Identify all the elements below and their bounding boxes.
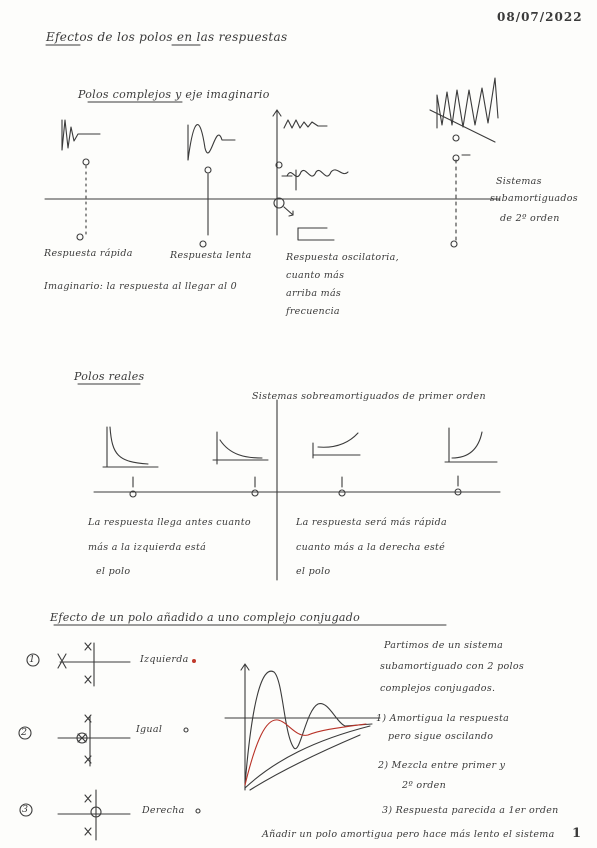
left-text-3: el polo bbox=[96, 566, 131, 577]
oscillatory-line-2: cuanto más bbox=[286, 270, 345, 281]
right-text-2: cuanto más a la derecha esté bbox=[296, 542, 446, 553]
section1-heading: Polos complejos y eje imaginario bbox=[78, 88, 270, 101]
oscillatory-line-3: arriba más bbox=[286, 288, 342, 299]
note-6: 2) Mezcla entre primer y bbox=[378, 760, 506, 771]
left-text-2: más a la izquierda está bbox=[88, 542, 207, 553]
oscillatory-line-1: Respuesta oscilatoria, bbox=[286, 252, 399, 263]
page-title: Efectos de los polos en las respuestas bbox=[46, 30, 288, 44]
note-4: 1) Amortigua la respuesta bbox=[376, 713, 510, 724]
note-1: Partimos de un sistema bbox=[384, 640, 504, 651]
note-8: 3) Respuesta parecida a 1er orden bbox=[382, 805, 559, 816]
section1-note: Imaginario: la respuesta al llegar al 0 bbox=[44, 281, 237, 292]
item-number-1: 1 bbox=[29, 654, 36, 665]
fast-response-label: Respuesta rápida bbox=[44, 248, 133, 259]
note-3: complejos conjugados. bbox=[380, 683, 496, 694]
note-7: 2º orden bbox=[402, 780, 447, 791]
label-derecha: Derecha bbox=[142, 805, 185, 816]
label-igual: Igual bbox=[136, 724, 163, 735]
item-number-3: 3 bbox=[22, 804, 29, 815]
note-2: subamortiguado con 2 polos bbox=[380, 661, 525, 672]
slow-response-label: Respuesta lenta bbox=[170, 250, 252, 261]
subamortiguados-line-2: subamortiguados bbox=[490, 193, 578, 204]
section2-subtitle: Sistemas sobreamortiguados de primer ord… bbox=[252, 391, 486, 402]
section3-heading: Efecto de un polo añadido a uno complejo… bbox=[50, 611, 361, 624]
section2-heading: Polos reales bbox=[74, 370, 145, 383]
subamortiguados-line-3: de 2º orden bbox=[500, 213, 560, 224]
section3-footer: Añadir un polo amortigua pero hace más l… bbox=[262, 829, 555, 840]
right-text-1: La respuesta será más rápida bbox=[296, 517, 447, 528]
label-izquierda: Izquierda bbox=[140, 654, 189, 665]
footer-number: 1 bbox=[572, 826, 582, 841]
oscillatory-line-4: frecuencia bbox=[286, 306, 340, 317]
note-5: pero sigue oscilando bbox=[388, 731, 494, 742]
subamortiguados-line-1: Sistemas bbox=[496, 176, 542, 187]
left-text-1: La respuesta llega antes cuanto bbox=[88, 517, 251, 528]
date-label: 08/07/2022 bbox=[497, 10, 583, 24]
item-number-2: 2 bbox=[21, 727, 28, 738]
right-text-3: el polo bbox=[296, 566, 331, 577]
